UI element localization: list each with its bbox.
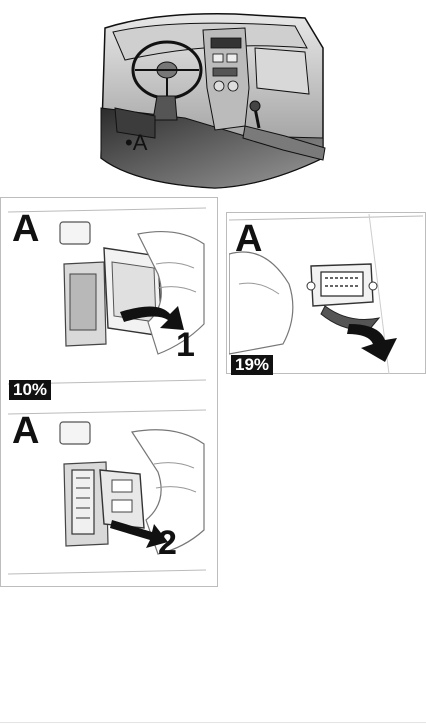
dashboard-drawing <box>95 8 335 190</box>
step-number-2: 2 <box>158 526 177 560</box>
dashboard-overview-illustration: •A <box>95 8 335 190</box>
location-marker-label: •A <box>125 132 147 154</box>
remove-connector-panel: A 2 <box>8 408 206 580</box>
location-letter-a: A <box>12 210 39 248</box>
remove-cover-panel: A 1 <box>8 204 206 400</box>
location-letter-a: A <box>235 220 262 258</box>
percent-badge-left: 10% <box>9 380 51 400</box>
page-bottom-rule <box>0 722 426 723</box>
connector-release-panel: A <box>229 214 423 374</box>
step-number-1: 1 <box>176 328 195 362</box>
location-letter-a: A <box>12 412 39 450</box>
percent-badge-right: 19% <box>231 355 273 375</box>
